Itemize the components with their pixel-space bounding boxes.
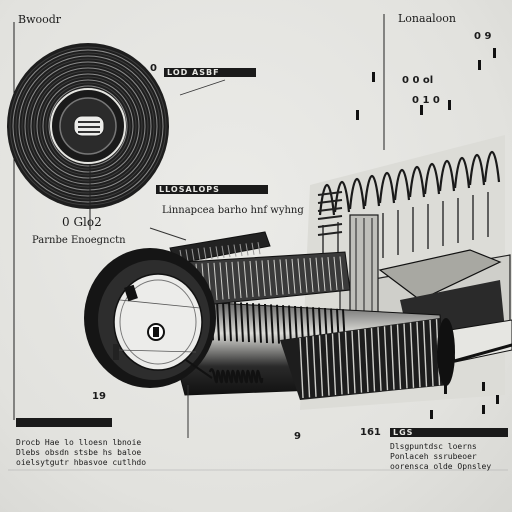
header-right-title: Lonaaloon — [398, 12, 456, 25]
notes-left-line: oielsytgutr hbasvoe cutlhdo — [16, 458, 147, 467]
callout-bar-top: LOD ASBF — [164, 68, 256, 77]
leader-line-b — [179, 79, 226, 96]
flywheel — [7, 43, 169, 209]
part-number-label: 0 Glo2 — [62, 215, 102, 229]
notes-right-line: Dlsgpuntdsc loerns — [390, 442, 477, 451]
flywheel-rings — [9, 46, 167, 206]
part-name-label: Parnbe Enoegnctn — [32, 235, 126, 246]
cooling-fins — [317, 150, 501, 270]
notes-right: Dlsgpuntdsc loerns Ponlaceh ssrubeoer oo… — [390, 442, 491, 472]
ref-mark-bottom-left: 19 — [92, 391, 106, 402]
ref-mark-left: 0 — [150, 63, 157, 74]
return-spring — [208, 368, 264, 384]
notes-right-line: oorensca olde Opnsley — [390, 462, 492, 471]
ref-mark-right-a: 0 0 ol — [402, 75, 434, 86]
callout-bar-lower: LGS — [390, 428, 508, 437]
leader-line-a — [149, 227, 187, 241]
header-left-title: Bwoodr — [18, 13, 62, 26]
callout-bar-notes — [16, 418, 112, 427]
ref-mark-right-b: 0 1 0 — [412, 95, 440, 106]
notes-left-line: Dlebs obsdn stsbe hs baloe — [16, 448, 142, 457]
ref-mark-bottom-mid: 9 — [294, 431, 301, 442]
ref-mark-lower-mid: 161 — [360, 427, 381, 438]
notes-left-line: Drocb Hae lo lloesn lbnoie — [16, 438, 142, 447]
cylinder-ribs-front — [299, 319, 441, 399]
leader-text-label: Linnapcea barho hnf wyhng — [162, 205, 304, 216]
front-housing — [84, 248, 216, 388]
notes-right-line: Ponlaceh ssrubeoer — [390, 452, 477, 461]
head-bolts — [356, 48, 499, 419]
crank-cylinder — [159, 299, 455, 400]
ref-mark-right-c: 0 9 — [474, 31, 492, 42]
callout-bar-mid: LLOSALOPS — [156, 185, 268, 194]
notes-left: Drocb Hae lo lloesn lbnoie Dlebs obsdn s… — [16, 438, 146, 468]
